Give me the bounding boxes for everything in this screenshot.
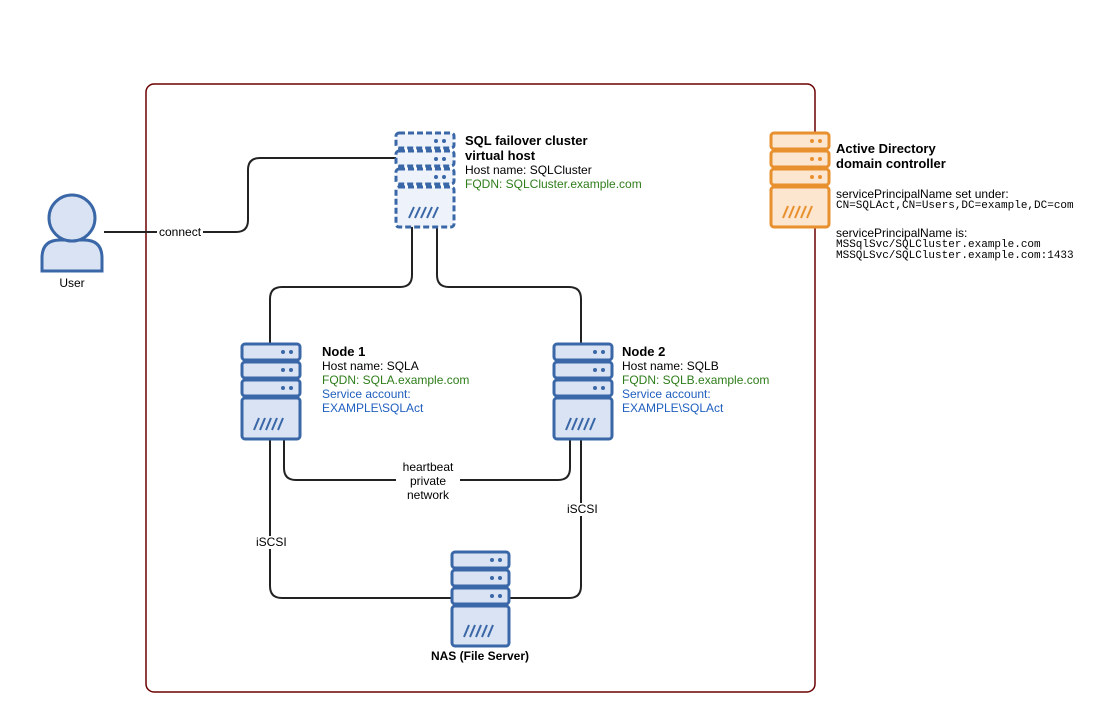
spn-set-label: servicePrincipalName set under: [836,187,1009,201]
node1-title: Node 1 [322,344,366,359]
node1-hostname: Host name: SQLA [322,359,419,373]
heartbeat-label-line: heartbeat [402,460,454,474]
node2-server-icon [552,342,614,441]
iscsi-right-label: iSCSI [566,502,599,516]
node1-server-icon [240,342,302,441]
iscsi-left-label: iSCSI [255,535,288,549]
cluster-label: SQL failover cluster virtual host Host n… [465,133,642,191]
heartbeat-edge-label: heartbeat private network [396,460,460,502]
iscsi-right-edge [509,440,582,599]
ad-label: Active Directory domain controller [836,141,946,171]
cluster-title: SQL failover cluster [465,133,588,148]
nas-label: NAS (File Server) [430,649,530,663]
nas-server-icon [450,550,511,648]
spn-value: MSSQLSvc/SQLCluster.example.com:1433 [836,250,1074,262]
ad-subtitle: domain controller [836,156,946,171]
ad-server-icon [769,131,831,229]
node2-account: EXAMPLE\SQLAct [622,401,724,415]
node1-account-label: Service account: [322,387,411,401]
connect-edge [104,157,396,233]
node1-account: EXAMPLE\SQLAct [322,401,424,415]
node1-fqdn: FQDN: SQLA.example.com [322,373,470,387]
node2-label: Node 2 Host name: SQLB FQDN: SQLB.exampl… [622,344,769,415]
spn-is-label: servicePrincipalName is: [836,226,968,240]
cluster-boundary [145,83,816,693]
node1-label: Node 1 Host name: SQLA FQDN: SQLA.exampl… [322,344,469,415]
cluster-server-icon [394,131,456,229]
node2-fqdn: FQDN: SQLB.example.com [622,373,770,387]
connect-edge-label: connect [157,225,204,239]
ad-title: Active Directory [836,141,936,156]
ad-spn-info: servicePrincipalName set under: CN=SQLAc… [836,187,1074,262]
cluster-to-node2-edge [436,227,582,344]
spn-value: MSSqlSvc/SQLCluster.example.com [836,239,1041,251]
user-icon [40,193,104,273]
cluster-hostname: Host name: SQLCluster [465,163,592,177]
node2-title: Node 2 [622,344,666,359]
heartbeat-label-line: private [409,474,447,488]
cluster-fqdn: FQDN: SQLCluster.example.com [465,177,642,191]
heartbeat-label-line: network [406,488,450,502]
iscsi-left-edge [269,440,452,599]
cluster-subtitle: virtual host [465,148,536,163]
node2-account-label: Service account: [622,387,711,401]
node2-hostname: Host name: SQLB [622,359,719,373]
user-label: User [59,276,85,290]
spn-set-value: CN=SQLAct,CN=Users,DC=example,DC=com [836,200,1074,212]
cluster-to-node1-edge [269,227,413,344]
